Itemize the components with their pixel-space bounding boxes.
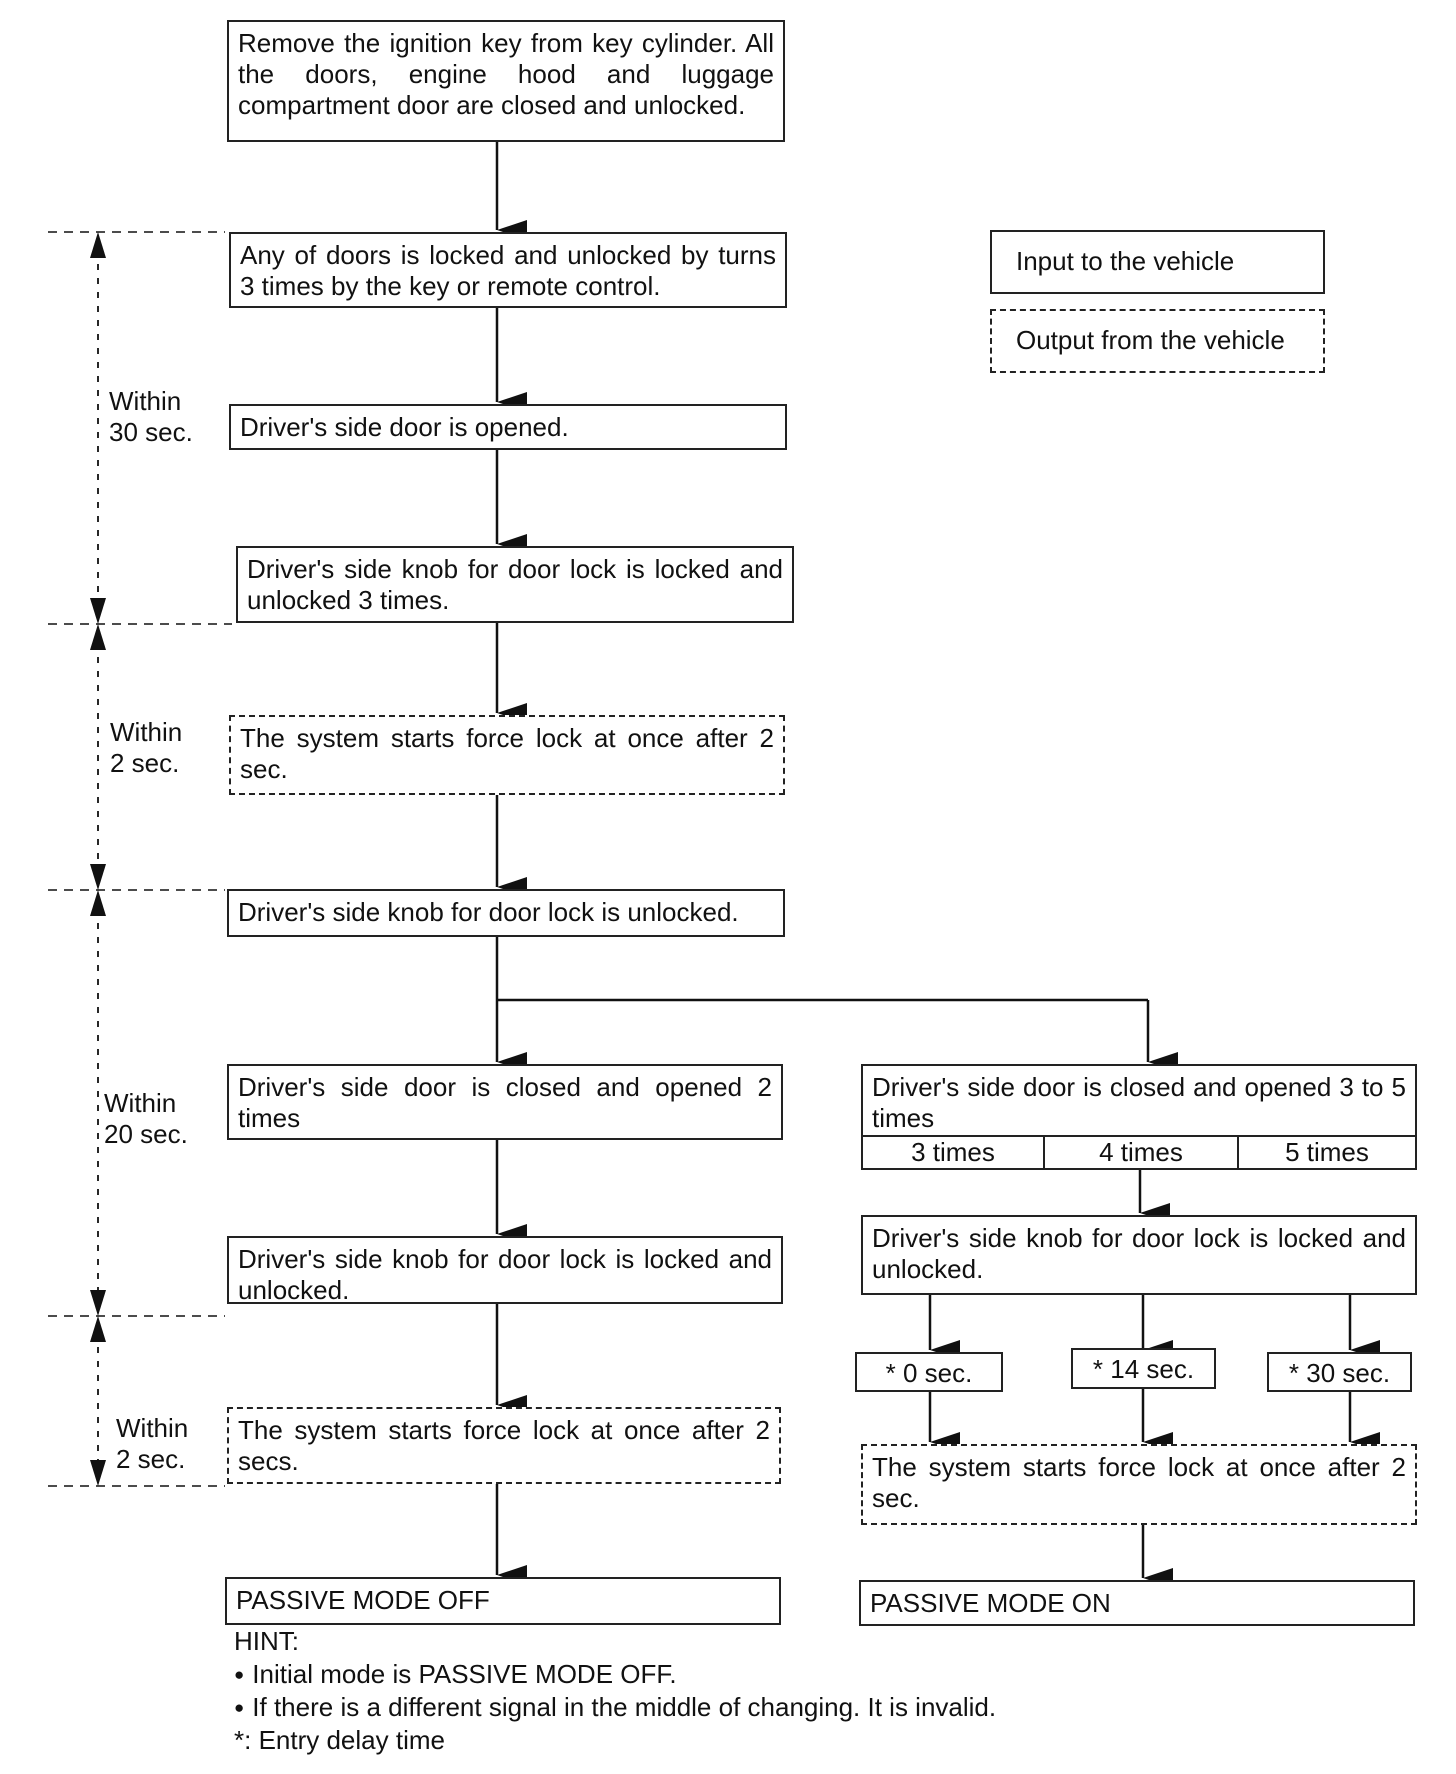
timing-label-2-sec-a: Within 2 sec. xyxy=(110,717,182,779)
box-lock-3-times: Any of doors is locked and unlocked by t… xyxy=(229,232,787,308)
timing-label-30-sec: Within 30 sec. xyxy=(109,386,193,448)
cell-4-times: 4 times xyxy=(1045,1137,1239,1168)
timing-30-line2: 30 sec. xyxy=(109,417,193,447)
box-delay-0: * 0 sec. xyxy=(855,1352,1003,1392)
timing-arrowheads xyxy=(90,232,106,1486)
box-force-lock-2: The system starts force lock at once aft… xyxy=(227,1407,781,1484)
hint-item-2-text: If there is a different signal in the mi… xyxy=(252,1692,997,1722)
bullet-icon xyxy=(234,1659,252,1689)
timing-20-line1: Within xyxy=(104,1088,177,1118)
box-delay-14: * 14 sec. xyxy=(1071,1348,1216,1389)
box-knob-3-times: Driver's side knob for door lock is lock… xyxy=(236,546,794,623)
timing-30-line1: Within xyxy=(109,386,182,416)
legend-output: Output from the vehicle xyxy=(990,309,1325,373)
box-force-lock-3: The system starts force lock at once aft… xyxy=(861,1444,1417,1525)
timing-2a-line1: Within xyxy=(110,717,183,747)
timing-2b-line1: Within xyxy=(116,1413,189,1443)
timing-2b-line2: 2 sec. xyxy=(116,1444,186,1474)
box-door-3-to-5: Driver's side door is closed and opened … xyxy=(861,1064,1417,1170)
box-delay-30: * 30 sec. xyxy=(1267,1352,1412,1392)
box-force-lock-1: The system starts force lock at once aft… xyxy=(229,715,785,795)
timing-20-line2: 20 sec. xyxy=(104,1119,188,1149)
timing-boundaries xyxy=(48,231,232,1487)
box-knob-unlocked: Driver's side knob for door lock is unlo… xyxy=(227,889,785,937)
door-3-to-5-text: Driver's side door is closed and opened … xyxy=(872,1072,1406,1133)
box-start: Remove the ignition key from key cylinde… xyxy=(227,20,785,142)
hint-title: HINT: xyxy=(234,1626,299,1656)
hint-item-1-text: Initial mode is PASSIVE MODE OFF. xyxy=(252,1659,677,1689)
times-row: 3 times 4 times 5 times xyxy=(863,1135,1415,1168)
hint-block: HINT: xyxy=(234,1625,299,1658)
box-door-2-times: Driver's side door is closed and opened … xyxy=(227,1064,783,1140)
box-knob-locked-unlocked-left: Driver's side knob for door lock is lock… xyxy=(227,1236,783,1305)
box-door-opened: Driver's side door is opened. xyxy=(229,404,787,450)
timing-label-2-sec-b: Within 2 sec. xyxy=(116,1413,188,1475)
box-knob-locked-unlocked-right: Driver's side knob for door lock is lock… xyxy=(861,1215,1417,1295)
bullet-icon xyxy=(234,1692,252,1722)
hint-item-1: Initial mode is PASSIVE MODE OFF. xyxy=(234,1658,677,1691)
box-passive-off: PASSIVE MODE OFF xyxy=(225,1577,781,1625)
timing-label-20-sec: Within 20 sec. xyxy=(104,1088,188,1150)
hint-footnote: *: Entry delay time xyxy=(234,1725,445,1755)
cell-5-times: 5 times xyxy=(1285,1137,1369,1167)
cell-3-times: 3 times xyxy=(863,1137,1045,1168)
timing-2a-line2: 2 sec. xyxy=(110,748,180,778)
hint-item-2: If there is a different signal in the mi… xyxy=(234,1691,996,1724)
legend-input: Input to the vehicle xyxy=(990,230,1325,294)
box-passive-on: PASSIVE MODE ON xyxy=(859,1580,1415,1626)
